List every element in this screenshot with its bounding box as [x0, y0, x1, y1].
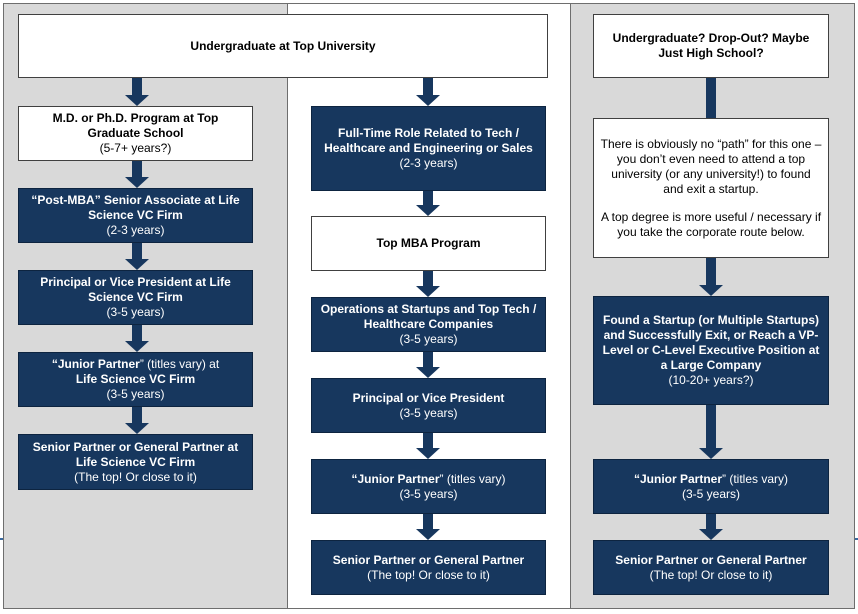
arrow-right-3	[699, 405, 723, 459]
middle-box-5-title-a: “Junior Partner	[351, 471, 440, 486]
middle-box-1: Full-Time Role Related to Tech / Healthc…	[311, 106, 546, 191]
left-box-2: “Post-MBA” Senior Associate at Life Scie…	[18, 188, 253, 243]
arrow-middle-2	[416, 191, 440, 216]
arrow-left-1	[125, 78, 149, 106]
arrow-middle-4	[416, 352, 440, 378]
middle-box-5-title-b: ” (titles vary)	[439, 471, 506, 486]
right-box-1-title: Found a Startup (or Multiple Startups) a…	[602, 313, 820, 372]
left-box-1-sub: (5-7+ years?)	[99, 141, 172, 155]
right-box-2-sub: (3-5 years)	[681, 486, 740, 501]
right-box-3-sub: (The top! Or close to it)	[649, 567, 773, 582]
right-box-3: Senior Partner or General Partner (The t…	[593, 540, 829, 595]
right-box-1-sub: (10-20+ years?)	[668, 373, 754, 387]
arrow-left-3	[125, 243, 149, 270]
left-box-1-title: M.D. or Ph.D. Program at Top Graduate Sc…	[52, 111, 219, 140]
middle-box-2-title: Top MBA Program	[376, 236, 481, 250]
right-box-1: Found a Startup (or Multiple Startups) a…	[593, 296, 829, 405]
right-note-p1: There is obviously no “path” for this on…	[600, 136, 822, 196]
left-box-4-title: “Junior Partner” (titles vary) at	[52, 357, 219, 372]
right-box-2: “Junior Partner” (titles vary) (3-5 year…	[593, 459, 829, 514]
left-box-4-title-c: Life Science VC Firm	[75, 372, 196, 386]
middle-box-4-sub: (3-5 years)	[399, 405, 458, 420]
arrow-right-4	[699, 514, 723, 540]
left-box-5-title: Senior Partner or General Partner at Lif…	[32, 439, 239, 469]
right-box-3-title: Senior Partner or General Partner	[615, 552, 807, 567]
middle-box-3-sub: (3-5 years)	[399, 332, 458, 346]
right-box-2-title-a: “Junior Partner	[633, 471, 723, 486]
middle-box-4-title: Principal or Vice President	[352, 390, 505, 405]
arrow-left-5	[125, 407, 149, 434]
middle-box-2: Top MBA Program	[311, 216, 546, 271]
undergrad-dropout-label: Undergraduate? Drop-Out? Maybe Just High…	[612, 31, 810, 60]
edge-line-right	[855, 538, 858, 540]
left-box-4-sub: (3-5 years)	[106, 387, 165, 401]
middle-box-3-title: Operations at Startups and Top Tech / He…	[320, 302, 537, 331]
middle-box-6: Senior Partner or General Partner (The t…	[311, 540, 546, 595]
arrow-right-2	[699, 258, 723, 296]
arrow-middle-5	[416, 433, 440, 459]
right-note-box: There is obviously no “path” for this on…	[593, 118, 829, 258]
middle-box-6-title: Senior Partner or General Partner	[332, 552, 525, 567]
arrow-middle-6	[416, 514, 440, 540]
edge-line-left	[0, 538, 3, 540]
left-box-3-sub: (3-5 years)	[106, 305, 165, 319]
arrow-left-4	[125, 325, 149, 352]
middle-box-1-sub: (2-3 years)	[399, 156, 458, 170]
left-box-5-sub: (The top! Or close to it)	[74, 469, 197, 484]
middle-box-5-sub: (3-5 years)	[399, 486, 458, 501]
middle-box-6-sub: (The top! Or close to it)	[367, 567, 490, 582]
arrow-middle-3	[416, 271, 440, 297]
right-box-2-title-b: ” (titles vary)	[722, 471, 789, 486]
left-box-2-title: “Post-MBA” Senior Associate at Life Scie…	[31, 193, 240, 222]
middle-box-3: Operations at Startups and Top Tech / He…	[311, 297, 546, 352]
arrow-middle-1	[416, 78, 440, 106]
middle-box-5: “Junior Partner” (titles vary) (3-5 year…	[311, 459, 546, 514]
left-box-3-title: Principal or Vice President at Life Scie…	[40, 275, 231, 304]
left-box-3: Principal or Vice President at Life Scie…	[18, 270, 253, 325]
left-box-4-title-a: “Junior Partner	[51, 357, 140, 371]
middle-box-4: Principal or Vice President (3-5 years)	[311, 378, 546, 433]
left-box-5: Senior Partner or General Partner at Lif…	[18, 434, 253, 490]
left-box-2-sub: (2-3 years)	[106, 223, 165, 237]
undergrad-top-university-box: Undergraduate at Top University	[18, 14, 548, 78]
undergrad-top-university-label: Undergraduate at Top University	[190, 38, 376, 53]
right-note-p2: A top degree is more useful / necessary …	[600, 209, 822, 239]
left-box-4-title-b: ” (titles vary) at	[139, 357, 220, 371]
middle-box-1-title: Full-Time Role Related to Tech / Healthc…	[324, 126, 533, 155]
arrow-left-2	[125, 161, 149, 188]
right-box-2-title: “Junior Partner” (titles vary)	[634, 472, 788, 487]
left-box-4: “Junior Partner” (titles vary) at Life S…	[18, 352, 253, 407]
left-box-1: M.D. or Ph.D. Program at Top Graduate Sc…	[18, 106, 253, 161]
middle-box-5-title: “Junior Partner” (titles vary)	[351, 472, 505, 487]
undergrad-dropout-box: Undergraduate? Drop-Out? Maybe Just High…	[593, 14, 829, 78]
arrow-right-1	[699, 78, 723, 118]
